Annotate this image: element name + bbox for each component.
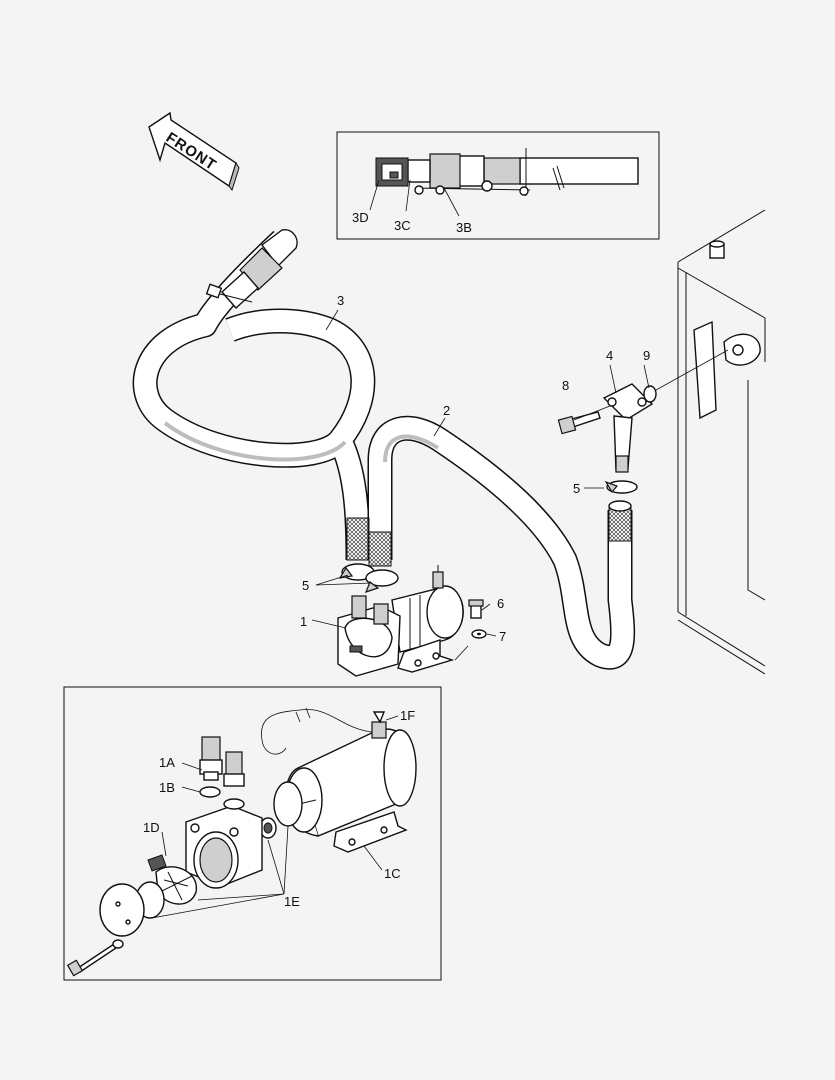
callout-6: 6 (497, 596, 504, 611)
callout-1E: 1E (284, 894, 300, 909)
callout-1: 1 (300, 614, 307, 629)
cap-screw (557, 411, 601, 435)
callout-4: 4 (606, 348, 613, 363)
callout-1D: 1D (143, 820, 160, 835)
hydraulic-tank (677, 209, 766, 675)
pump-body-exploded (185, 805, 263, 889)
fitting-1a-second (223, 751, 245, 787)
callout-3C: 3C (394, 218, 411, 233)
pump-assembly (337, 565, 464, 677)
callout-1C: 1C (384, 866, 401, 881)
hose-end-fitting (205, 229, 298, 309)
callout-3: 3 (337, 293, 344, 308)
callout-5-pump: 5 (302, 578, 309, 593)
callout-1B: 1B (159, 780, 175, 795)
callout-9: 9 (643, 348, 650, 363)
bolt-6 (468, 599, 484, 619)
fitting-1a (199, 736, 223, 781)
callout-3B: 3B (456, 220, 472, 235)
callout-3D: 3D (352, 210, 369, 225)
callout-8: 8 (562, 378, 569, 393)
callout-1A: 1A (159, 755, 175, 770)
callout-2: 2 (443, 403, 450, 418)
callout-7: 7 (499, 629, 506, 644)
detail-box-hose-fittings (336, 131, 660, 240)
flange-fitting (602, 383, 654, 494)
front-direction-arrow: FRONT (148, 111, 240, 192)
callout-1F: 1F (400, 708, 415, 723)
callout-5-tank: 5 (573, 481, 580, 496)
